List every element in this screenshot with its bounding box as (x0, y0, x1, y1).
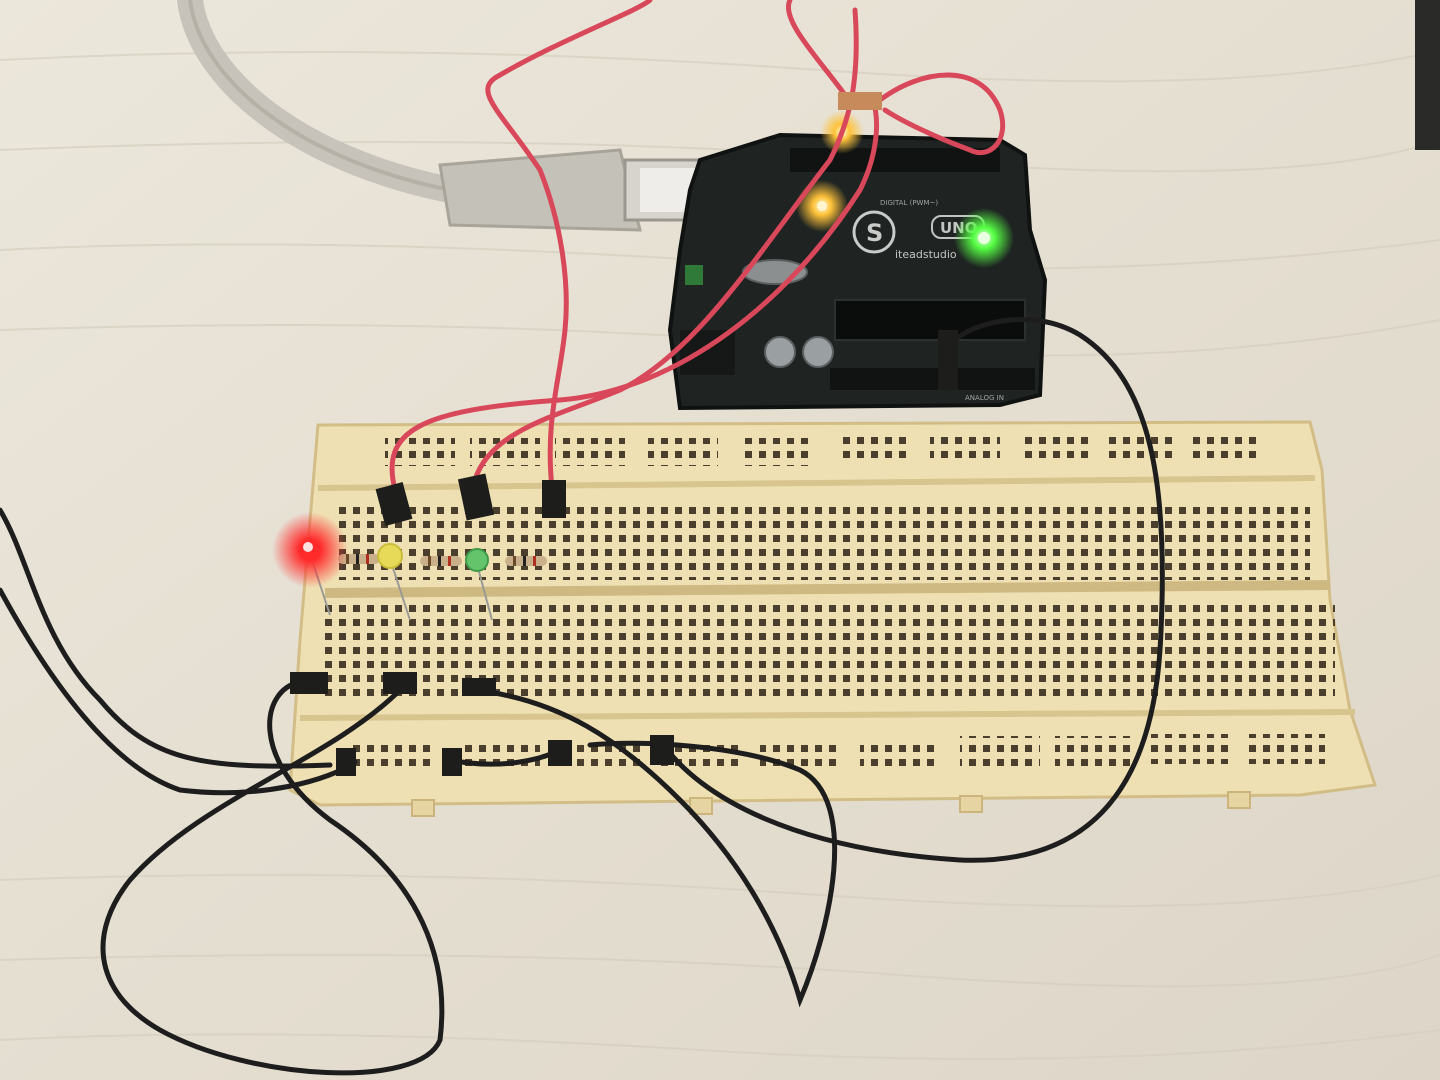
led-green (465, 548, 489, 572)
board-power-led (978, 232, 990, 244)
brand-logo-letter: S (866, 219, 883, 247)
arduino-uno-board: S iteadstudio UNO DIGITAL (PWM~) ANALOG … (667, 110, 1048, 411)
upper-terminal-holes (335, 500, 1310, 580)
resistors (338, 554, 547, 566)
red-wire-3 (485, 0, 653, 491)
black-wire-headers (290, 330, 958, 776)
board-digital-label: DIGITAL (PWM~) (880, 199, 938, 207)
black-wire-3 (100, 679, 445, 1076)
black-jumper-wires (0, 317, 1165, 1076)
usb-plug-body (438, 148, 642, 232)
board-header-analog (955, 368, 1035, 390)
brand-logo-circle (852, 210, 896, 254)
board-brand-label: iteadstudio (895, 248, 957, 261)
atmega-chip (834, 299, 1026, 341)
resistor-red (338, 554, 380, 564)
led-green-body (465, 548, 489, 572)
resistor-yellow (420, 556, 462, 566)
black-wire-4 (472, 687, 838, 1008)
red-wire-headers (375, 92, 882, 526)
led-red (272, 512, 348, 588)
board-analog-label: ANALOG IN (965, 394, 1004, 402)
led-yellow-body (377, 543, 403, 569)
board-tx-led (817, 201, 827, 211)
capacitor-right (802, 336, 834, 368)
board-header-power (830, 368, 950, 390)
black-wire-2 (0, 587, 358, 796)
bottom-rail-divider (299, 709, 1356, 721)
red-wire-1 (389, 92, 879, 493)
capacitor-left (764, 336, 796, 368)
dark-object-corner (1415, 0, 1440, 150)
top-power-rail-holes (385, 436, 1260, 466)
red-wire-4 (877, 72, 1006, 156)
breadboard-feet (411, 791, 1251, 817)
black-wire-1 (0, 507, 333, 769)
black-wire-5 (657, 317, 1165, 863)
red-wire-5 (786, 0, 848, 98)
resistor-green (505, 556, 547, 566)
led-yellow (377, 543, 403, 569)
